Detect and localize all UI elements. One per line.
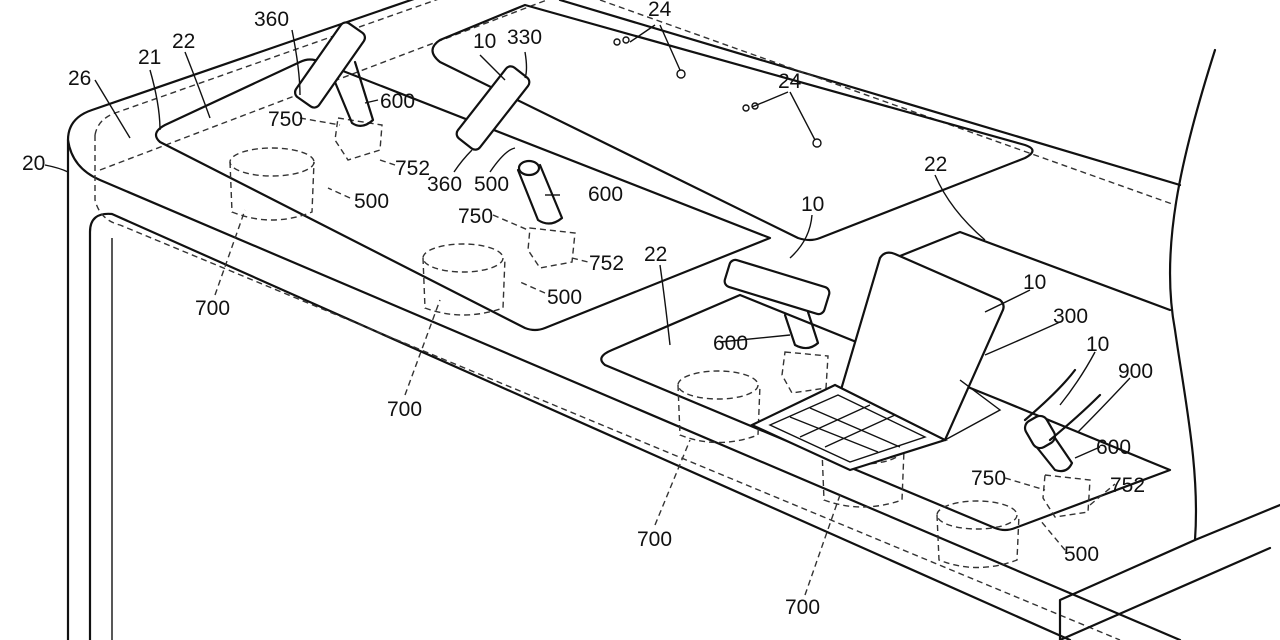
label-24: 24 xyxy=(648,0,672,21)
label-700: 700 xyxy=(637,528,672,551)
label-500: 500 xyxy=(547,286,582,309)
label-752: 752 xyxy=(589,252,624,275)
label-700: 700 xyxy=(785,596,820,619)
pad-left xyxy=(156,60,770,331)
label-700: 700 xyxy=(387,398,422,421)
leader-lines xyxy=(45,25,1130,458)
label-22: 22 xyxy=(172,30,195,53)
label-21: 21 xyxy=(138,46,161,69)
label-22: 22 xyxy=(644,243,667,266)
label-22: 22 xyxy=(924,153,947,176)
label-24: 24 xyxy=(778,70,802,93)
label-500: 500 xyxy=(1064,543,1099,566)
label-10: 10 xyxy=(1023,271,1046,294)
label-600: 600 xyxy=(588,183,623,206)
label-750: 750 xyxy=(458,205,493,228)
label-500: 500 xyxy=(354,190,389,213)
label-360: 360 xyxy=(427,173,462,196)
label-752: 752 xyxy=(395,157,430,180)
label-10: 10 xyxy=(473,30,496,53)
label-750: 750 xyxy=(971,467,1006,490)
label-600: 600 xyxy=(1096,436,1131,459)
label-900: 900 xyxy=(1118,360,1153,383)
label-600: 600 xyxy=(380,90,415,113)
label-360: 360 xyxy=(254,8,289,31)
label-10: 10 xyxy=(1086,333,1109,356)
label-600: 600 xyxy=(713,332,748,355)
label-20: 20 xyxy=(22,152,45,175)
label-10: 10 xyxy=(801,193,824,216)
label-300: 300 xyxy=(1053,305,1088,328)
label-330: 330 xyxy=(507,26,542,49)
label-752: 752 xyxy=(1110,474,1145,497)
label-26: 26 xyxy=(68,67,91,90)
label-500: 500 xyxy=(474,173,509,196)
label-700: 700 xyxy=(195,297,230,320)
label-750: 750 xyxy=(268,108,303,131)
